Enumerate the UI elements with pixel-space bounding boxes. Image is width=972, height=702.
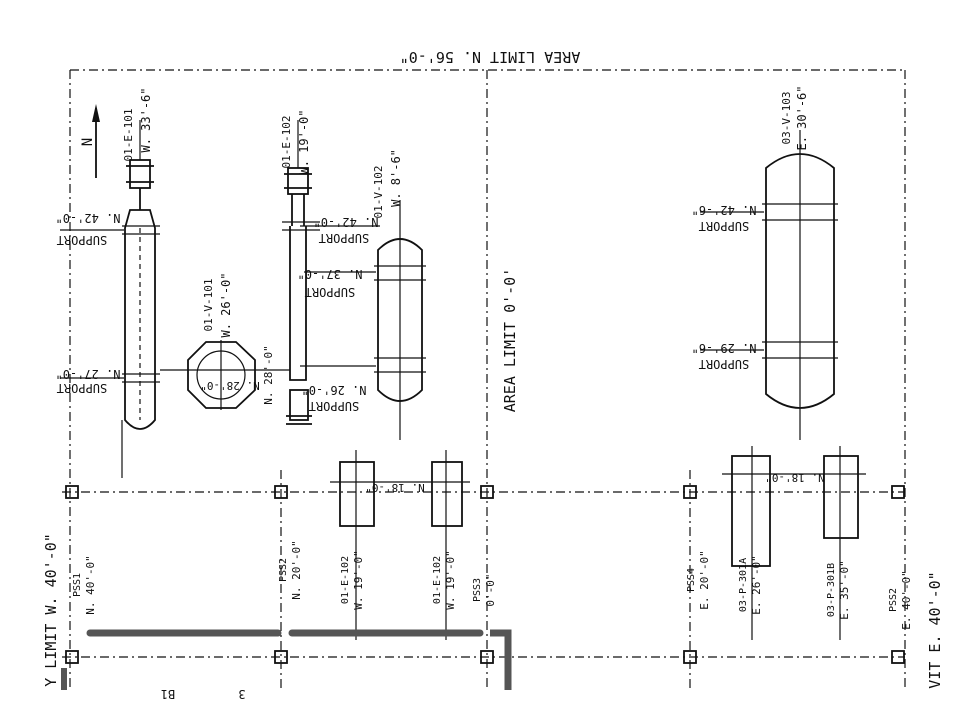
- pss5-coord: E. 40'-0": [900, 570, 913, 630]
- foundation-row-elev-west: N. 18'-0": [365, 481, 425, 494]
- support-4-label: SUPPORT: [305, 285, 356, 299]
- pss5-column: [891, 485, 905, 499]
- support-1-elev: N. 42'-0": [55, 211, 120, 225]
- vessel-01-v-101: [160, 340, 290, 410]
- foundation-e102a: [339, 461, 375, 527]
- pss4-coord: E. 20'-0": [698, 550, 711, 610]
- support-4-elev: N. 37'-0": [297, 267, 362, 281]
- support-6-elev: N. 42'-6": [691, 203, 756, 217]
- foundation-row-elev-east: N. 18'-0": [765, 471, 825, 484]
- support-2-label: SUPPORT: [57, 381, 108, 395]
- foundation-1-tag: 01-E-102: [340, 556, 351, 604]
- rack-corner-east: [490, 629, 512, 690]
- pss1-id: PSS1: [72, 573, 83, 597]
- foundation-4-tag: 03-P-301B: [826, 563, 837, 617]
- north-arrow: N: [80, 104, 100, 178]
- support-3-elev: N. 42'-0": [313, 215, 378, 229]
- e101-tag: 01-E-101: [122, 109, 135, 162]
- south-column-5: [891, 650, 905, 664]
- support-7-elev: N. 29'-6": [691, 341, 756, 355]
- area-limit-zero-label: AREA LIMIT 0'-0': [501, 268, 519, 413]
- pss2-id: PSS2: [278, 558, 289, 582]
- pss2-coord: N. 20'-0": [290, 540, 303, 600]
- north-arrow-label: N: [80, 138, 96, 146]
- foundation-1-coord: W. 19'-0": [352, 550, 365, 610]
- v101-nozzle-elev: N. 28'-0": [262, 345, 275, 405]
- fragment-text-2: 3: [238, 687, 245, 701]
- foundation-2-coord: W. 19'-0": [444, 550, 457, 610]
- v101-center-elev: N. 28'-0": [200, 379, 260, 392]
- foundation-3-tag: 03-P-301A: [738, 558, 749, 612]
- south-column-1: [65, 650, 79, 664]
- e102-tag: 01-E-102: [280, 116, 293, 169]
- support-5-elev: N. 26'-0": [301, 383, 366, 397]
- foundation-e102b: [431, 461, 463, 527]
- e102-coord: W. 19'-0": [297, 109, 311, 174]
- pipe-support-columns: [65, 485, 905, 664]
- foundation-2-tag: 01-E-102: [432, 556, 443, 604]
- pss1-coord: N. 40'-0": [84, 555, 97, 615]
- v103-tag: 03-V-103: [780, 92, 793, 145]
- v101-tag: 01-V-101: [202, 279, 215, 332]
- e101-coord: W. 33'-6": [139, 87, 153, 152]
- pss4-column: [683, 485, 697, 499]
- v102-coord: W. 8'-6": [389, 149, 403, 207]
- equipment-foundations: [330, 446, 866, 640]
- support-5-label: SUPPORT: [309, 399, 360, 413]
- south-column-4: [683, 650, 697, 664]
- south-column-3: [480, 650, 494, 664]
- support-1-label: SUPPORT: [57, 233, 108, 247]
- foundation-p301b: [823, 455, 859, 539]
- foundation-4-coord: E. 35'-0": [838, 560, 851, 620]
- v103-coord: E. 30'-6": [795, 85, 809, 150]
- area-limit-east-label: VIT E. 40'-0": [926, 571, 944, 688]
- pss5-id: PSS2: [888, 588, 899, 612]
- area-boundary-lines: [62, 69, 906, 690]
- foundation-3-coord: E. 26'-0": [750, 555, 763, 615]
- pss3-column: [480, 485, 494, 499]
- foundation-p301a: [731, 455, 771, 567]
- vessel-01-v-102: [374, 200, 426, 440]
- pss3-coord: 0'-0": [484, 573, 497, 606]
- pss3-id: PSS3: [472, 578, 483, 602]
- support-2-elev: N. 27'-0": [55, 367, 120, 381]
- exchanger-01-e-101: [121, 120, 160, 478]
- support-callouts: [60, 211, 764, 379]
- pipe-rack-bars: [61, 629, 512, 690]
- support-3-label: SUPPORT: [319, 231, 370, 245]
- support-7-label: SUPPORT: [699, 357, 750, 371]
- pss2-column: [274, 485, 288, 499]
- pss4-id: PSS4: [686, 568, 697, 592]
- support-6-label: SUPPORT: [699, 219, 750, 233]
- pss1-column: [65, 485, 79, 499]
- area-limit-west-label: Y LIMIT W. 40'-0": [42, 533, 60, 687]
- exchanger-01-e-102: [282, 120, 320, 425]
- vessel-03-v-103: [762, 130, 838, 440]
- v102-tag: 01-V-102: [372, 166, 385, 219]
- area-limit-north-label: AREA LIMIT N. 56'-0": [400, 48, 581, 66]
- fragment-text-1: B1: [161, 687, 175, 701]
- v101-coord: W. 26'-0": [219, 272, 233, 337]
- south-column-2: [274, 650, 288, 664]
